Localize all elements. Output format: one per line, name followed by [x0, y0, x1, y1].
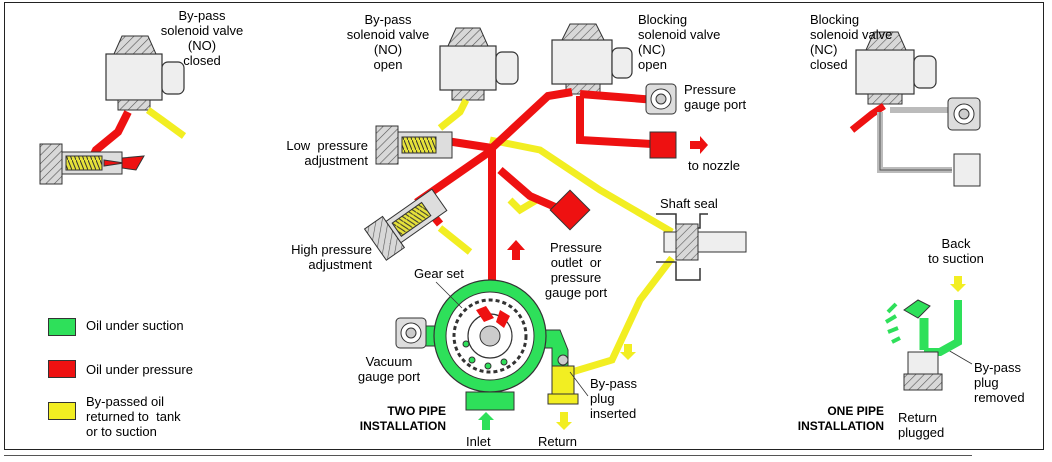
label-blocking-valve-closed: Blocking solenoid valve (NC) closed [810, 12, 893, 72]
high-pressure-adjustment-screw [363, 188, 448, 261]
bypass-plug-inserted [547, 354, 579, 405]
blocking-valve-closed-assembly [849, 31, 981, 187]
pressure-outlet-plug [549, 189, 591, 231]
legend-label-bypass: By-passed oil returned to tank or to suc… [86, 394, 181, 439]
return-arrow [556, 412, 572, 430]
label-vacuum-gauge-port: Vacuum gauge port [357, 354, 421, 384]
label-bypass-plug-inserted: By-pass plug inserted [590, 376, 637, 421]
label-to-nozzle: to nozzle [688, 158, 741, 173]
blocking-valve-open [551, 23, 633, 95]
label-return-plugged: Return plugged [898, 410, 945, 440]
low-pressure-adjustment-screw [375, 125, 453, 165]
bypass-valve-closed-assembly [39, 35, 187, 185]
label-shaft-seal: Shaft seal [660, 196, 718, 211]
to-nozzle-arrow [690, 136, 708, 154]
vacuum-gauge-port-fitting [395, 317, 427, 349]
label-back-to-suction: Back to suction [928, 236, 984, 266]
one-pipe-assembly [884, 299, 962, 391]
label-blocking-valve-open: Blocking solenoid valve (NC) open [638, 12, 721, 72]
label-high-pressure-adjustment: High pressure adjustment [291, 242, 372, 272]
label-gear-set: Gear set [414, 266, 464, 281]
legend-swatch-pressure [48, 360, 76, 378]
nozzle-outlet [649, 131, 677, 159]
diagram-frame [4, 2, 1044, 450]
legend-swatch-bypass [48, 402, 76, 420]
label-pressure-outlet: Pressure outlet or pressure gauge port [544, 240, 608, 300]
label-inlet: Inlet [466, 434, 491, 449]
label-low-pressure-adjustment: Low pressure adjustment [286, 138, 368, 168]
bypass-valve-open [439, 27, 519, 101]
gear-set [452, 298, 528, 374]
legend-label-pressure: Oil under pressure [86, 362, 193, 377]
shaft-seal [656, 213, 747, 281]
bypass-oil-lines [437, 98, 675, 376]
pressure-gauge-port-fitting [645, 83, 677, 115]
bottom-rule [4, 455, 972, 456]
label-bypass-valve-closed: By-pass solenoid valve (NO) closed [160, 8, 244, 68]
legend-label-suction: Oil under suction [86, 318, 184, 333]
label-one-pipe-installation: ONE PIPE INSTALLATION [797, 404, 884, 433]
bypass-down-arrow [620, 344, 636, 360]
label-two-pipe-installation: TWO PIPE INSTALLATION [359, 404, 446, 433]
legend-swatch-suction [48, 318, 76, 336]
label-bypass-plug-removed: By-pass plug removed [974, 360, 1025, 405]
label-bypass-valve-open: By-pass solenoid valve (NO) open [346, 12, 430, 72]
back-to-suction-arrow [950, 276, 966, 292]
leader-lines [435, 281, 973, 397]
inlet-arrow [478, 412, 494, 430]
pressure-up-arrow [507, 240, 525, 260]
label-return: Return [538, 434, 578, 449]
label-pressure-gauge-port: Pressure gauge port [684, 82, 747, 112]
